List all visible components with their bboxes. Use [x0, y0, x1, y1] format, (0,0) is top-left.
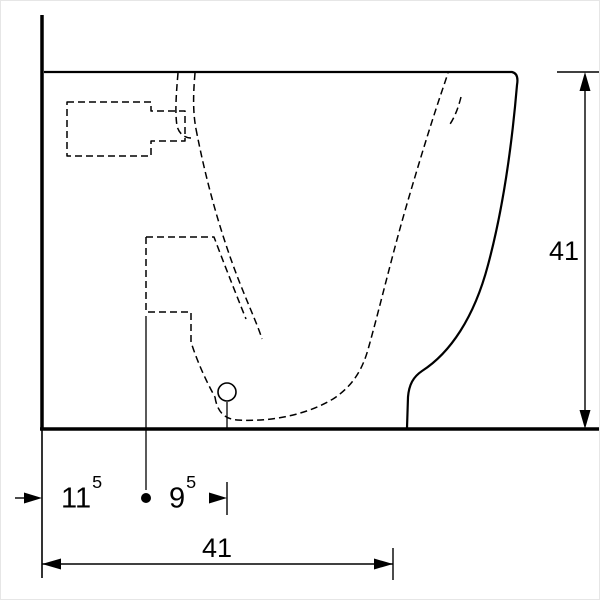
depth-arrow-left-icon: [42, 558, 61, 570]
supply-to-drain-value: 9: [169, 482, 186, 515]
trap-body-dashed: [145, 237, 216, 398]
wall-to-supply-dimension-label: 115: [61, 473, 102, 515]
supply-point-dot: [141, 493, 151, 503]
depth-dimension-label: 41: [202, 533, 233, 563]
depth-arrow-right-icon: [374, 558, 393, 570]
ceramic-outline: [44, 70, 519, 429]
drain-circle: [217, 382, 237, 402]
inlet-detail-dashed: [66, 101, 186, 157]
drain-arrow-icon: [209, 492, 227, 504]
trap-top-dashed: [146, 236, 247, 320]
supply-to-drain-dimension-label: 95: [169, 473, 196, 515]
supply-to-drain-superscript: 5: [186, 472, 197, 493]
bowl-rear-dashed: [195, 128, 263, 340]
height-dimension-label: 41: [549, 236, 580, 266]
flush-pipe-left-dashed: [175, 72, 192, 139]
flush-pipe-right-dashed: [192, 72, 197, 130]
rim-detail-dashed: [447, 96, 462, 128]
height-arrow-bottom-icon: [579, 410, 591, 429]
wall-to-supply-value: 11: [61, 482, 92, 515]
wall-to-supply-superscript: 5: [92, 472, 103, 493]
height-arrow-top-icon: [579, 72, 591, 91]
wall-arrow-icon: [24, 492, 42, 504]
bowl-bottom-dashed: [214, 72, 449, 422]
